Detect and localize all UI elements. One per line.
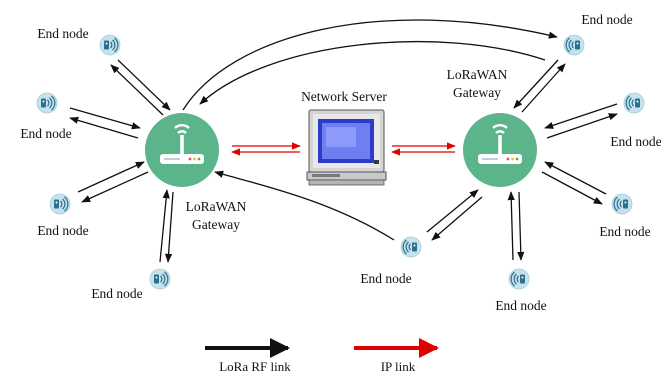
end-node-label: End node (37, 223, 88, 238)
end-node-label: End node (599, 224, 650, 239)
end-node-left-1: End node (37, 26, 121, 56)
rf-link (199, 40, 546, 105)
end-node-center: End node (360, 236, 422, 286)
left-gateway-label-line1: LoRaWAN (186, 199, 247, 214)
rf-link (159, 189, 170, 263)
rf-link (426, 189, 479, 233)
rf-link (117, 59, 171, 111)
rf-link (431, 196, 483, 241)
rf-link (69, 107, 141, 130)
end-node-label: End node (610, 134, 661, 149)
rf-link (69, 116, 139, 139)
rf-link (77, 161, 145, 193)
right-gateway (461, 111, 539, 189)
rf-link (546, 113, 618, 139)
network-server: Network Server (301, 89, 387, 186)
end-node-label: End node (581, 12, 632, 27)
right-gateway-label-line2: Gateway (453, 85, 501, 100)
rf-link (521, 63, 566, 113)
end-node-label: End node (495, 298, 546, 313)
rf-link (517, 191, 525, 261)
desktop-computer-icon (306, 109, 387, 186)
left-gateway-label-line2: Gateway (192, 217, 240, 232)
end-node-left-2: End node (20, 92, 72, 141)
wifi-sensor-icon (149, 268, 171, 290)
rf-link (110, 64, 164, 116)
end-node-right-4: End node (495, 268, 547, 313)
end-node-right-1: End node (563, 12, 633, 56)
end-node-right-3: End node (599, 193, 651, 239)
end-node-right-2: End node (610, 92, 662, 149)
end-node-label: End node (20, 126, 71, 141)
end-node-label: End node (91, 286, 142, 301)
wifi-sensor-icon (36, 92, 58, 114)
wifi-sensor-icon (623, 92, 645, 114)
wifi-sensor-icon (611, 193, 633, 215)
legend: LoRa RF link IP link (205, 338, 439, 374)
right-gateway-label-line1: LoRaWAN (447, 67, 508, 82)
rf-link (544, 103, 618, 129)
end-node-label: End node (37, 26, 88, 41)
rf-link (544, 161, 607, 195)
wifi-sensor-icon (49, 193, 71, 215)
rf-link (182, 19, 558, 111)
rf-link (164, 191, 174, 263)
network-server-label: Network Server (301, 89, 387, 104)
rf-link (541, 171, 603, 205)
end-node-label: End node (360, 271, 411, 286)
end-node-left-4: End node (91, 268, 171, 301)
rf-link (507, 191, 515, 261)
rf-link (81, 171, 149, 203)
wifi-sensor-icon (563, 34, 585, 56)
end-node-left-3: End node (37, 193, 89, 238)
legend-ip-link-label: IP link (381, 359, 416, 374)
wifi-sensor-icon (400, 236, 422, 258)
wifi-sensor-icon (99, 34, 121, 56)
rf-link (214, 170, 395, 241)
legend-rf-link-label: LoRa RF link (219, 359, 291, 374)
wifi-sensor-icon (508, 268, 530, 290)
rf-link (513, 59, 559, 109)
left-gateway (143, 111, 221, 189)
